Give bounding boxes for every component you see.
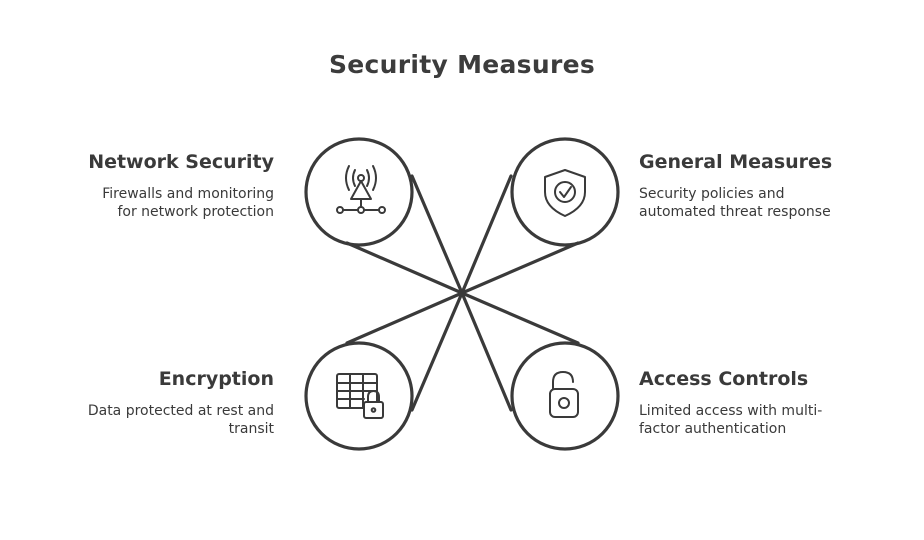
- page-title: Security Measures: [328, 50, 596, 79]
- encryption-circle: [304, 341, 414, 451]
- network-security-description: Firewalls and monitoring for network pro…: [102, 186, 274, 220]
- antenna-tower-icon: [336, 165, 386, 214]
- padlock-icon: [549, 371, 579, 418]
- access-controls-heading: Access Controls: [639, 368, 809, 390]
- access-controls-circle: [510, 341, 620, 451]
- network-security-label: Network Security Firewalls and monitorin…: [14, 151, 274, 221]
- access-controls-description: Limited access with multi- factor authen…: [639, 403, 823, 437]
- network-security-circle: [304, 137, 414, 247]
- shield-check-icon: [544, 169, 586, 217]
- connector-lines: [345, 174, 580, 412]
- network-security-heading: Network Security: [88, 151, 274, 173]
- encrypted-table-icon: [336, 373, 384, 419]
- encryption-description: Data protected at rest and transit: [87, 403, 274, 437]
- encryption-label: Encryption Data protected at rest and tr…: [14, 368, 274, 438]
- general-measures-heading: General Measures: [639, 151, 833, 173]
- general-measures-label: General Measures Security policies and a…: [639, 151, 899, 221]
- encryption-heading: Encryption: [158, 368, 274, 390]
- general-measures-circle: [510, 137, 620, 247]
- access-controls-label: Access Controls Limited access with mult…: [639, 368, 899, 438]
- general-measures-description: Security policies and automated threat r…: [639, 186, 831, 220]
